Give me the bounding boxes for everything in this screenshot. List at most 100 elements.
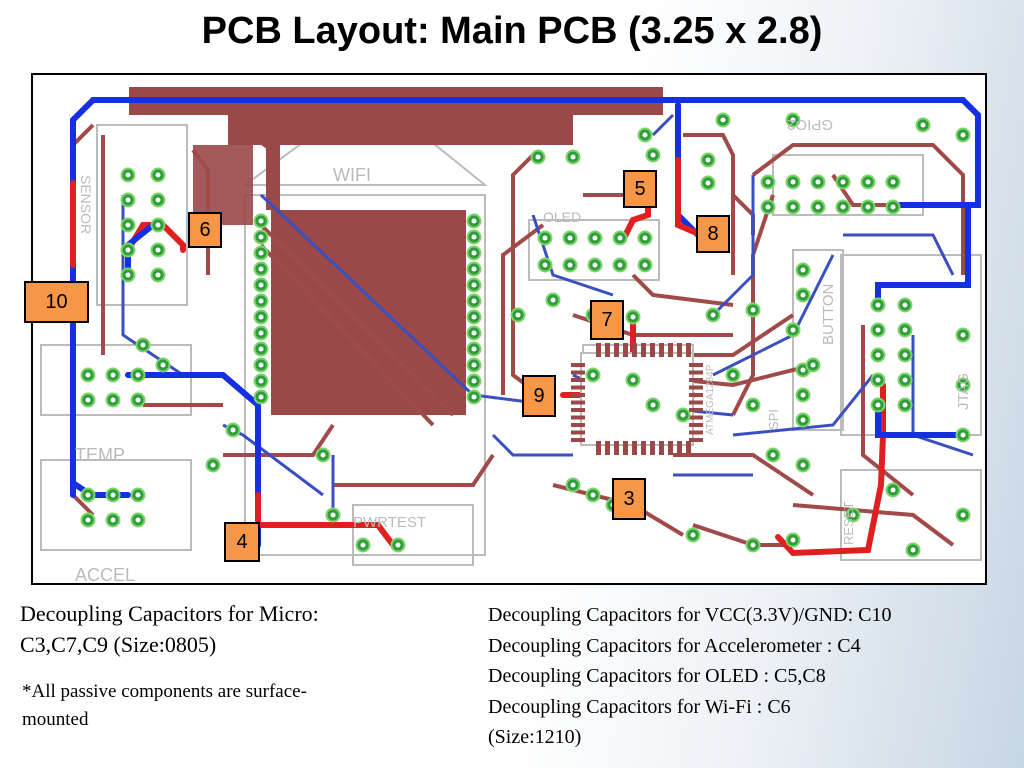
button-label: BUTTON — [820, 284, 837, 345]
oled-label: OLED — [543, 209, 581, 225]
callout-c8: 8 — [696, 215, 730, 253]
via-hole — [800, 392, 806, 398]
via-hole — [330, 512, 336, 518]
via-hole — [750, 542, 756, 548]
via-hole — [875, 402, 881, 408]
via-hole — [865, 179, 871, 185]
via-hole — [471, 378, 477, 384]
via-hole — [850, 512, 856, 518]
via-hole — [590, 492, 596, 498]
via-hole — [258, 394, 264, 400]
via-hole — [875, 377, 881, 383]
callout-c9: 9 — [522, 375, 556, 417]
chip-pin — [571, 363, 585, 367]
via-hole — [471, 234, 477, 240]
via-hole — [840, 204, 846, 210]
chip-pin — [689, 385, 703, 390]
via-hole — [705, 180, 711, 186]
via-hole — [258, 218, 264, 224]
chip-pin — [689, 430, 703, 435]
part-code-label: ATMEGA1284P — [705, 364, 716, 435]
accel-note-line: Decoupling Capacitors for Accelerometer … — [488, 634, 861, 657]
via-hole — [840, 179, 846, 185]
chip-pin — [596, 343, 601, 357]
via-hole — [642, 262, 648, 268]
via-hole — [155, 197, 161, 203]
via-hole — [750, 402, 756, 408]
via-hole — [690, 532, 696, 538]
via-hole — [258, 346, 264, 352]
chip-pin — [571, 370, 585, 375]
via-hole — [570, 154, 576, 160]
chip-pin — [689, 393, 703, 397]
accel-label: ACCEL — [75, 565, 135, 583]
via-hole — [920, 122, 926, 128]
vias — [80, 112, 971, 558]
pcb-board: WIFI OLED TEMP ACCEL PWRTEST BUTTON JTAG… — [31, 73, 987, 585]
via-hole — [800, 367, 806, 373]
smd-note-line-2: mounted — [22, 709, 89, 730]
chip-pin — [571, 438, 585, 442]
via-hole — [960, 432, 966, 438]
via-hole — [710, 312, 716, 318]
chip-pin — [686, 441, 691, 455]
via-hole — [650, 402, 656, 408]
via-hole — [515, 312, 521, 318]
chip-pin — [689, 363, 703, 367]
via-hole — [800, 267, 806, 273]
spi-label: SPI — [766, 409, 781, 430]
via-hole — [258, 314, 264, 320]
via-hole — [960, 382, 966, 388]
smd-note-line-1: *All passive components are surface- — [22, 681, 307, 702]
via-hole — [155, 272, 161, 278]
chip-pin — [605, 343, 610, 357]
via-hole — [790, 117, 796, 123]
via-hole — [642, 132, 648, 138]
other-decoupling-note: Decoupling Capacitors for VCC(3.3V)/GND:… — [488, 600, 891, 753]
via-hole — [471, 346, 477, 352]
chip-pin — [689, 408, 703, 412]
via-hole — [630, 314, 636, 320]
vcc-note-line: Decoupling Capacitors for VCC(3.3V)/GND:… — [488, 604, 892, 626]
via-hole — [210, 462, 216, 468]
via-hole — [135, 397, 141, 403]
via-hole — [535, 154, 541, 160]
via-hole — [471, 282, 477, 288]
via-hole — [765, 179, 771, 185]
chip-pin — [668, 441, 673, 455]
via-hole — [910, 547, 916, 553]
wifi-label: WIFI — [333, 165, 371, 185]
via-hole — [230, 427, 236, 433]
micro-decoupling-note: Decoupling Capacitors for Micro: C3,C7,C… — [20, 598, 319, 660]
chip-pin — [677, 343, 682, 357]
via-hole — [800, 292, 806, 298]
temp-label: TEMP — [75, 445, 125, 465]
callout-c6: 6 — [188, 212, 222, 248]
via-hole — [125, 172, 131, 178]
chip-pin — [686, 343, 691, 357]
chip-pin — [623, 441, 628, 455]
chip-pin — [571, 408, 585, 412]
via-hole — [890, 179, 896, 185]
via-hole — [85, 397, 91, 403]
wifi-note-line: Decoupling Capacitors for Wi-Fi : C6 — [488, 695, 791, 718]
via-hole — [140, 342, 146, 348]
via-hole — [810, 362, 816, 368]
chip-pin — [659, 343, 664, 357]
via-hole — [902, 302, 908, 308]
via-hole — [902, 377, 908, 383]
via-hole — [567, 262, 573, 268]
chip-pin — [571, 400, 585, 405]
via-hole — [135, 492, 141, 498]
via-hole — [471, 330, 477, 336]
via-hole — [542, 235, 548, 241]
via-hole — [902, 402, 908, 408]
via-hole — [642, 235, 648, 241]
via-hole — [800, 417, 806, 423]
chip-pin — [632, 343, 637, 357]
via-hole — [790, 327, 796, 333]
via-hole — [110, 397, 116, 403]
via-hole — [258, 378, 264, 384]
via-hole — [960, 332, 966, 338]
reset-label: RESET — [841, 502, 856, 545]
